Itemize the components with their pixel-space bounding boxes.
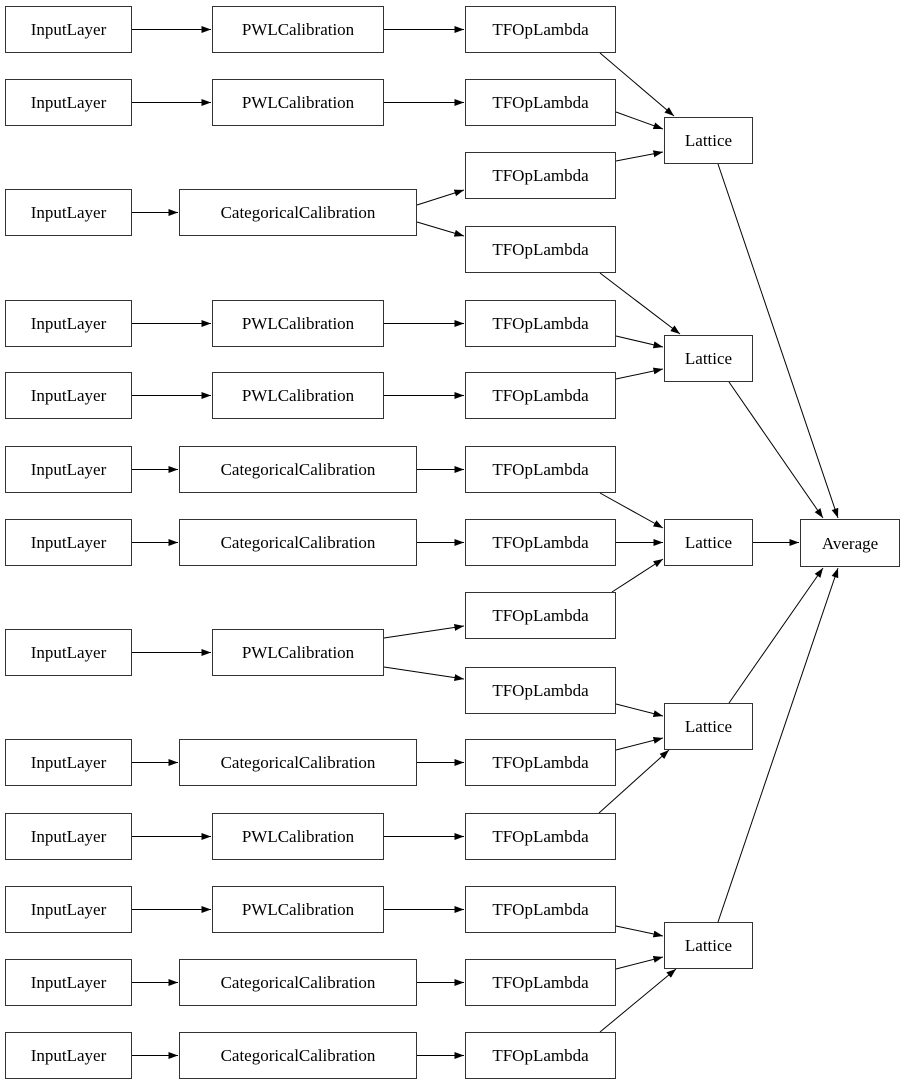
- edge: [611, 558, 664, 593]
- node-pwl-calibration-2: PWLCalibration: [212, 79, 384, 126]
- node-pwl-calibration-7: PWLCalibration: [212, 886, 384, 933]
- node-tf-op-lambda-15: TFOpLambda: [465, 1032, 616, 1079]
- node-categorical-calibration-1: CategoricalCalibration: [179, 189, 417, 236]
- node-tf-op-lambda-6: TFOpLambda: [465, 372, 616, 419]
- edge: [615, 335, 664, 349]
- node-input-layer-8: InputLayer: [5, 629, 132, 676]
- node-categorical-calibration-6: CategoricalCalibration: [179, 1032, 417, 1079]
- edge: [728, 567, 824, 704]
- node-categorical-calibration-2: CategoricalCalibration: [179, 446, 417, 493]
- node-tf-op-lambda-3: TFOpLambda: [465, 152, 616, 199]
- node-tf-op-lambda-14: TFOpLambda: [465, 959, 616, 1006]
- node-lattice-5: Lattice: [664, 922, 753, 969]
- node-input-layer-7: InputLayer: [5, 519, 132, 566]
- edge: [615, 150, 664, 162]
- node-input-layer-5: InputLayer: [5, 372, 132, 419]
- node-lattice-4: Lattice: [664, 703, 753, 750]
- node-input-layer-9: InputLayer: [5, 739, 132, 786]
- node-lattice-2: Lattice: [664, 335, 753, 382]
- node-input-layer-10: InputLayer: [5, 813, 132, 860]
- node-categorical-calibration-5: CategoricalCalibration: [179, 959, 417, 1006]
- edge: [383, 623, 465, 639]
- node-tf-op-lambda-9: TFOpLambda: [465, 592, 616, 639]
- edge: [615, 111, 664, 130]
- node-tf-op-lambda-12: TFOpLambda: [465, 813, 616, 860]
- node-categorical-calibration-4: CategoricalCalibration: [179, 739, 417, 786]
- node-input-layer-11: InputLayer: [5, 886, 132, 933]
- node-tf-op-lambda-8: TFOpLambda: [465, 519, 616, 566]
- node-input-layer-13: InputLayer: [5, 1032, 132, 1079]
- node-tf-op-lambda-7: TFOpLambda: [465, 446, 616, 493]
- node-tf-op-lambda-4: TFOpLambda: [465, 226, 616, 273]
- node-tf-op-lambda-11: TFOpLambda: [465, 739, 616, 786]
- edge: [615, 367, 664, 380]
- edge: [383, 666, 465, 682]
- node-input-layer-12: InputLayer: [5, 959, 132, 1006]
- edge: [615, 955, 664, 970]
- node-pwl-calibration-1: PWLCalibration: [212, 6, 384, 53]
- edge: [416, 221, 465, 237]
- edge: [416, 189, 465, 206]
- node-pwl-calibration-3: PWLCalibration: [212, 300, 384, 347]
- node-input-layer-3: InputLayer: [5, 189, 132, 236]
- edge: [615, 925, 664, 938]
- node-tf-op-lambda-5: TFOpLambda: [465, 300, 616, 347]
- node-tf-op-lambda-1: TFOpLambda: [465, 6, 616, 53]
- node-input-layer-2: InputLayer: [5, 79, 132, 126]
- node-categorical-calibration-3: CategoricalCalibration: [179, 519, 417, 566]
- edge: [728, 381, 824, 519]
- node-pwl-calibration-6: PWLCalibration: [212, 813, 384, 860]
- node-lattice-1: Lattice: [664, 117, 753, 164]
- node-tf-op-lambda-10: TFOpLambda: [465, 667, 616, 714]
- node-average: Average: [800, 519, 900, 567]
- node-input-layer-1: InputLayer: [5, 6, 132, 53]
- node-lattice-3: Lattice: [664, 519, 753, 566]
- edge: [615, 736, 664, 751]
- node-pwl-calibration-5: PWLCalibration: [212, 629, 384, 676]
- node-pwl-calibration-4: PWLCalibration: [212, 372, 384, 419]
- edge: [615, 703, 664, 718]
- node-tf-op-lambda-2: TFOpLambda: [465, 79, 616, 126]
- node-tf-op-lambda-13: TFOpLambda: [465, 886, 616, 933]
- node-input-layer-4: InputLayer: [5, 300, 132, 347]
- node-input-layer-6: InputLayer: [5, 446, 132, 493]
